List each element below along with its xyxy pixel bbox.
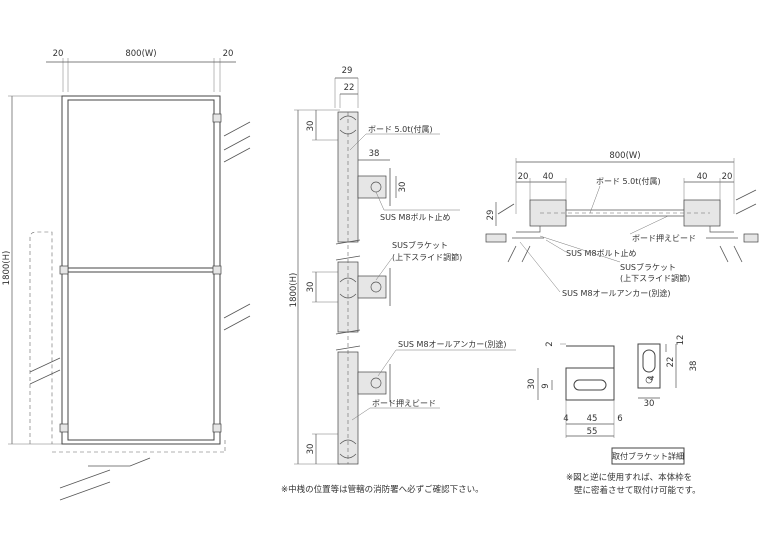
detail-dim-12: 12 — [676, 335, 686, 346]
detail-dim-6: 6 — [617, 414, 622, 424]
plan-dim-40-left: 40 — [543, 172, 554, 182]
plan-dim-20-left: 20 — [518, 172, 529, 182]
note-right-1: ※図と逆に使用すれば、本体枠を — [566, 472, 692, 483]
front-dim-right: 20 — [223, 49, 234, 59]
plan-label-bracket-1: SUSブラケット — [620, 262, 676, 272]
detail-dim-2: 2 — [545, 341, 555, 346]
front-dim-height: 1800(H) — [2, 251, 12, 286]
note-left: ※中桟の位置等は管轄の消防署へ必ずご確認下さい。 — [281, 484, 484, 495]
bracket-detail: 2 30 9 4 45 6 55 12 22 38 4 30 取付ブラケット詳細 — [527, 335, 699, 465]
plan-label-anchor: SUS M8オールアンカー(別途) — [562, 288, 670, 298]
section-label-bracket-2: (上下スライド調節) — [392, 252, 462, 262]
section-label-bead: ボード押えビード — [372, 398, 436, 408]
detail-caption: 取付ブラケット詳細 — [612, 451, 684, 461]
detail-dim-22: 22 — [666, 357, 676, 368]
plan-label-board: ボード 5.0t(付属) — [596, 176, 661, 186]
vertical-section: 29 22 30 30 1800(H) 30 — [289, 66, 516, 465]
plan-label-bolt: SUS M8ボルト止め — [566, 248, 637, 258]
plan-dim-40-right: 40 — [697, 172, 708, 182]
section-label-board: ボード 5.0t(付属) — [368, 124, 433, 134]
detail-dim-4-right: 4 — [647, 375, 657, 380]
section-dim-38: 38 — [369, 149, 380, 159]
section-dim-22: 22 — [344, 83, 355, 93]
plan-label-bracket-2: (上下スライド調節) — [620, 273, 690, 283]
detail-dim-30-b: 30 — [644, 399, 655, 409]
detail-dim-38: 38 — [689, 361, 699, 372]
section-label-bracket-1: SUSブラケット — [392, 240, 448, 250]
front-dim-left: 20 — [53, 49, 64, 59]
section-dim-30-bottom: 30 — [306, 444, 316, 455]
detail-dim-30: 30 — [527, 379, 537, 390]
section-dim-height: 1800(H) — [289, 273, 299, 308]
section-dim-29: 29 — [342, 66, 353, 76]
front-dim-width: 800(W) — [125, 49, 156, 59]
section-dim-30-mid: 30 — [306, 282, 316, 293]
detail-dim-55: 55 — [587, 427, 598, 437]
plan-label-bead: ボード押えビード — [632, 233, 696, 243]
detail-dim-4-left: 4 — [563, 414, 568, 424]
section-dim-30-bracket: 30 — [398, 182, 408, 193]
detail-dim-9: 9 — [541, 383, 551, 388]
plan-view: 800(W) 20 40 40 20 29 ボード 5.0t(付属) ボード押え — [485, 151, 759, 298]
note-right-2: 壁に密着させて取付け可能です。 — [574, 485, 701, 496]
plan-dim-width: 800(W) — [609, 151, 640, 161]
section-dim-30-top: 30 — [306, 121, 316, 132]
section-label-anchor: SUS M8オールアンカー(別途) — [398, 339, 506, 349]
detail-dim-45: 45 — [587, 414, 598, 424]
front-elevation: 20 800(W) 20 1800(H) — [2, 49, 251, 501]
section-label-bolt: SUS M8ボルト止め — [380, 212, 451, 222]
plan-dim-20-right: 20 — [722, 172, 733, 182]
plan-dim-29: 29 — [486, 210, 496, 221]
